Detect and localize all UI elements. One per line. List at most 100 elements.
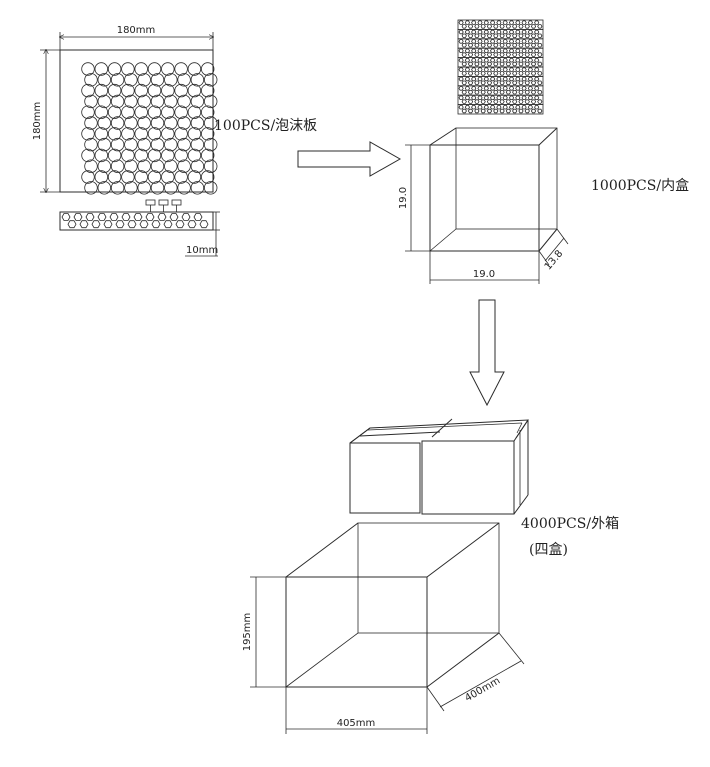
foam-cell <box>515 67 521 72</box>
foam-cell <box>477 105 483 110</box>
foam-cell <box>512 90 518 95</box>
foam-hole <box>81 105 95 119</box>
foam-cell <box>534 86 540 91</box>
foam-cell <box>508 20 515 25</box>
foam-cell <box>530 80 537 85</box>
foam-cell <box>467 43 474 48</box>
foam-hole <box>81 170 95 184</box>
foam-cell <box>499 99 505 104</box>
foam-hole <box>84 159 98 173</box>
foam-hole <box>81 83 95 98</box>
foam-cell <box>537 52 543 57</box>
foam-hole <box>200 127 215 141</box>
foam-cell <box>502 86 508 91</box>
foam-cell <box>534 67 540 72</box>
foam-cell <box>464 48 470 53</box>
foam-cell <box>512 80 518 85</box>
foam-cell <box>474 71 480 76</box>
foam-cell <box>493 71 499 76</box>
foam-hole <box>161 62 175 76</box>
foam-hole <box>137 137 151 152</box>
foam-hole <box>124 94 138 109</box>
foam-cell <box>524 108 530 114</box>
foam-hole <box>124 181 138 195</box>
foam-cell <box>493 52 499 57</box>
foam-hole <box>150 181 165 195</box>
foam-cell <box>496 48 502 53</box>
foam-cell <box>480 24 486 29</box>
foam-cell <box>521 105 527 110</box>
foam-cell <box>458 105 464 110</box>
foam-cell <box>480 90 486 95</box>
outer-box-height-label: 195mm <box>242 613 253 652</box>
foam-hole <box>110 73 125 87</box>
foam-cell <box>461 99 467 104</box>
foam-cell <box>480 99 486 104</box>
foam-hole <box>81 148 95 163</box>
foam-cell <box>505 80 511 85</box>
foam-hole <box>161 170 175 184</box>
foam-hole <box>147 105 162 119</box>
foam-hole <box>110 94 125 109</box>
foam-hole <box>110 159 125 173</box>
foam-cell <box>486 99 493 104</box>
foam-cell <box>480 108 486 114</box>
foam-cell <box>515 105 521 110</box>
foam-cell <box>518 33 524 38</box>
foam-cell <box>461 61 467 67</box>
foam-hole <box>164 116 178 130</box>
foam-cell <box>490 95 496 100</box>
foam-cell <box>474 33 480 38</box>
foam-board-top-view <box>59 49 218 195</box>
foam-cell <box>530 71 537 76</box>
stacked-foam-board <box>457 47 544 59</box>
foam-hole <box>187 148 202 163</box>
foam-cell <box>524 52 530 57</box>
foam-cell <box>518 52 524 57</box>
foam-cell <box>471 76 477 82</box>
foam-hole <box>84 181 98 195</box>
foam-hole <box>81 62 95 76</box>
foam-cell <box>464 105 470 110</box>
foam-hole <box>203 73 218 87</box>
foam-cell <box>524 24 530 29</box>
foam-cell <box>169 213 179 221</box>
foam-cell <box>518 80 524 85</box>
foam-cell <box>151 220 161 229</box>
foam-cell <box>530 24 537 29</box>
foam-cell <box>502 39 508 44</box>
foam-hole <box>81 127 95 141</box>
foam-board-side-view: 10mm <box>59 199 220 257</box>
foam-hole <box>94 83 109 98</box>
foam-cell <box>508 29 515 35</box>
foam-hole <box>134 83 148 98</box>
foam-cell <box>502 29 508 35</box>
foam-hole <box>137 94 151 109</box>
foam-hole <box>174 62 188 76</box>
foam-hole <box>134 148 148 163</box>
foam-cell <box>515 95 521 100</box>
inner-box-label: 1000PCS/内盒 <box>591 177 689 194</box>
foam-cell <box>486 108 493 114</box>
foam-cell <box>505 99 511 104</box>
foam-hole <box>94 127 109 141</box>
foam-hole <box>147 170 162 184</box>
foam-hole <box>94 62 109 76</box>
foam-hole <box>97 137 112 152</box>
foam-cell <box>471 48 477 53</box>
foam-hole <box>107 62 122 76</box>
foam-hole <box>121 62 135 76</box>
foam-cell <box>496 20 502 25</box>
foam-cell <box>499 71 505 76</box>
foam-cell <box>537 90 543 95</box>
foam-cell <box>524 80 530 85</box>
outer-box-width-dimension: 405mm <box>285 687 428 734</box>
foam-cell <box>471 20 477 25</box>
foam-hole <box>177 137 191 152</box>
foam-cell <box>537 33 543 38</box>
foam-hole <box>174 148 188 163</box>
foam-cell <box>527 39 533 44</box>
foam-hole <box>161 127 175 141</box>
foam-cell <box>467 24 474 29</box>
